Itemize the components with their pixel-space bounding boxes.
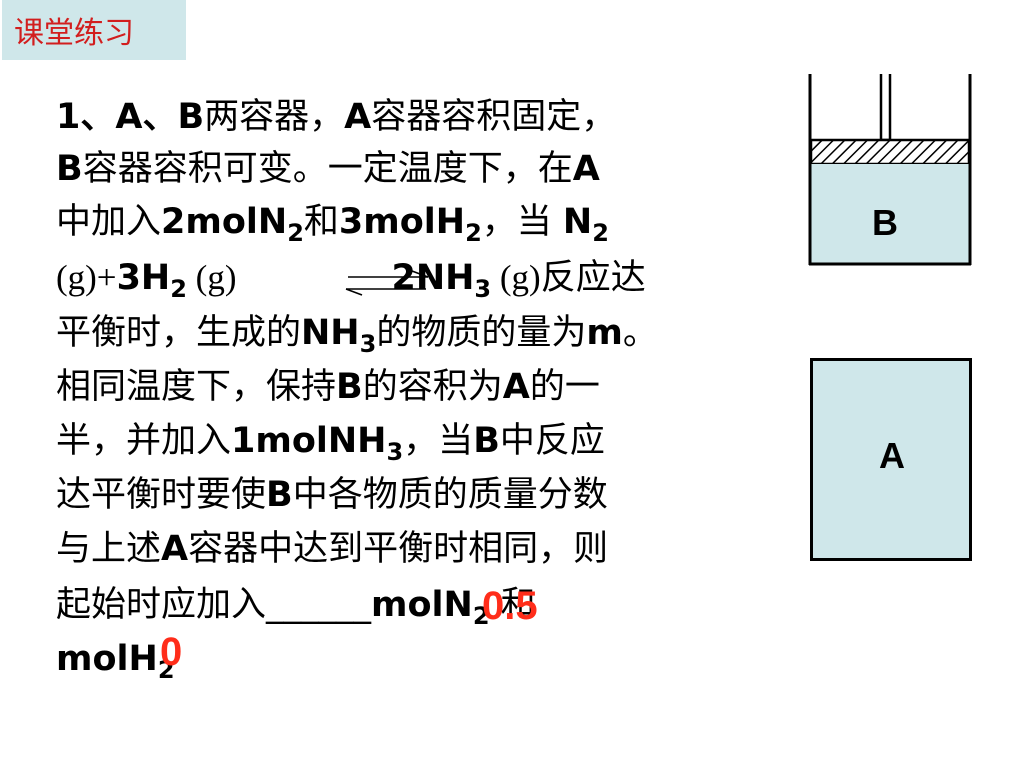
problem-line-3: 中加入2molN2和3molH2，当 N2 xyxy=(56,202,609,247)
container-a-diagram: A xyxy=(810,358,972,561)
slide-title-badge: 课堂练习 xyxy=(2,0,186,60)
problem-line-10: 起始时应加入______molN2 和 xyxy=(56,585,536,630)
container-b-label: B xyxy=(872,202,898,243)
answer-blank-1: ______ xyxy=(266,585,372,625)
problem-line-6: 相同温度下，保持B的容积为A的一 xyxy=(56,367,600,407)
container-b-diagram: B xyxy=(808,26,972,266)
answer-h2: 0 xyxy=(160,630,183,674)
reversible-arrow-icon xyxy=(345,270,429,296)
problem-line-4-equation: (g)+3H2 (g)2NH3 (g)反应达 xyxy=(56,258,646,303)
container-a-label: A xyxy=(879,435,905,476)
problem-line-11: molH2 xyxy=(56,639,175,684)
answer-n2: 0.5 xyxy=(482,584,538,628)
slide-title: 课堂练习 xyxy=(14,16,134,51)
problem-line-9: 与上述A容器中达到平衡时相同，则 xyxy=(56,529,609,569)
problem-line-1: 1、A、B两容器，A容器容积固定， xyxy=(56,97,617,137)
problem-line-2: B容器容积可变。一定温度下，在A xyxy=(56,149,600,189)
container-b-drawing xyxy=(808,26,972,266)
problem-line-7: 半，并加入1molNH3，当B中反应 xyxy=(56,421,605,466)
problem-line-8: 达平衡时要使B中各物质的质量分数 xyxy=(56,475,608,515)
problem-line-5: 平衡时，生成的NH3的物质的量为m。 xyxy=(56,313,658,358)
